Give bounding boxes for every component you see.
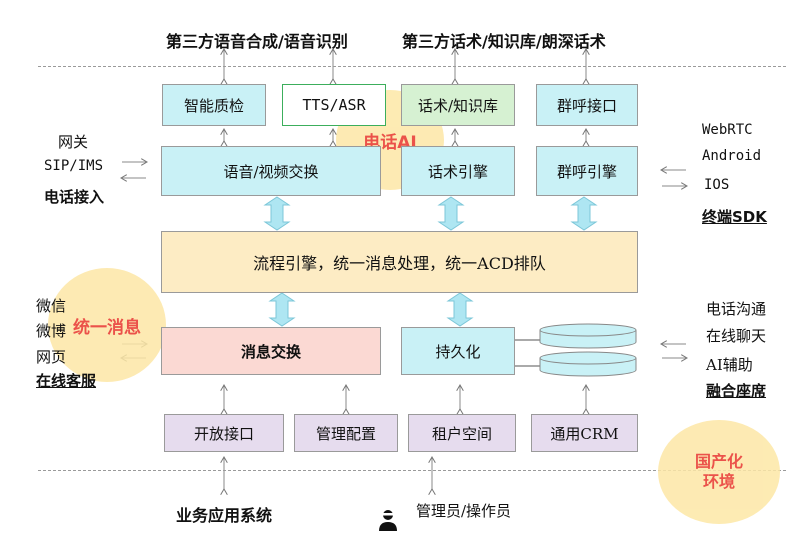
quality-check-module[interactable]: 智能质检 bbox=[162, 84, 266, 126]
online-service-label: 在线客服 bbox=[36, 372, 97, 390]
big-arrow-av-flow bbox=[263, 196, 291, 231]
flow-engine-module[interactable]: 流程引擎，统一消息处理，统一ACD排队 bbox=[161, 231, 638, 293]
open-interface-module[interactable]: 开放接口 bbox=[164, 414, 284, 452]
unified-message-blob: 统一消息 bbox=[48, 268, 166, 382]
top-dashed-divider bbox=[38, 66, 786, 67]
group-call-engine-module[interactable]: 群呼引擎 bbox=[536, 146, 638, 196]
third-party-tts-asr-label: 第三方语音合成/语音识别 bbox=[166, 32, 348, 51]
terminal-sdk-label: 终端SDK bbox=[702, 208, 767, 226]
tenant-space-module[interactable]: 租户空间 bbox=[408, 414, 516, 452]
ios-label: IOS bbox=[704, 177, 730, 193]
big-arrow-script-flow bbox=[437, 196, 465, 231]
database-icon bbox=[539, 323, 637, 377]
fusion-agent-label: 融合座席 bbox=[706, 382, 767, 400]
gateway-label: 网关 bbox=[58, 133, 89, 151]
management-config-module[interactable]: 管理配置 bbox=[294, 414, 398, 452]
av-exchange-module[interactable]: 语音/视频交换 bbox=[161, 146, 381, 196]
webrtc-label: WebRTC bbox=[702, 122, 753, 138]
android-label: Android bbox=[702, 148, 762, 164]
sip-ims-label: SIP/IMS bbox=[44, 158, 104, 174]
business-app-label: 业务应用系统 bbox=[176, 506, 273, 525]
big-arrow-flow-persist bbox=[446, 292, 474, 327]
crm-module[interactable]: 通用CRM bbox=[531, 414, 638, 452]
wechat-label: 微信 bbox=[36, 297, 67, 315]
big-arrow-group-flow bbox=[570, 196, 598, 231]
web-label: 网页 bbox=[36, 348, 67, 366]
group-call-interface-module[interactable]: 群呼接口 bbox=[536, 84, 638, 126]
online-chat-label: 在线聊天 bbox=[706, 327, 767, 345]
user-icon bbox=[379, 510, 397, 531]
third-party-script-label: 第三方话术/知识库/朗深话术 bbox=[402, 32, 606, 51]
weibo-label: 微博 bbox=[36, 322, 67, 340]
persistence-module[interactable]: 持久化 bbox=[401, 327, 515, 375]
admin-operator-label: 管理员/操作员 bbox=[416, 502, 512, 520]
ai-assist-label: AI辅助 bbox=[706, 356, 753, 374]
script-kb-module[interactable]: 话术/知识库 bbox=[401, 84, 515, 126]
big-arrow-flow-msg bbox=[268, 292, 296, 327]
script-engine-module[interactable]: 话术引擎 bbox=[401, 146, 515, 196]
tts-asr-module[interactable]: TTS/ASR bbox=[282, 84, 386, 126]
phone-access-label: 电话接入 bbox=[44, 188, 105, 206]
bottom-dashed-divider bbox=[38, 470, 786, 471]
localization-blob: 国产化 环境 bbox=[658, 420, 780, 524]
message-exchange-module[interactable]: 消息交换 bbox=[161, 327, 381, 375]
phone-communication-label: 电话沟通 bbox=[706, 300, 767, 318]
